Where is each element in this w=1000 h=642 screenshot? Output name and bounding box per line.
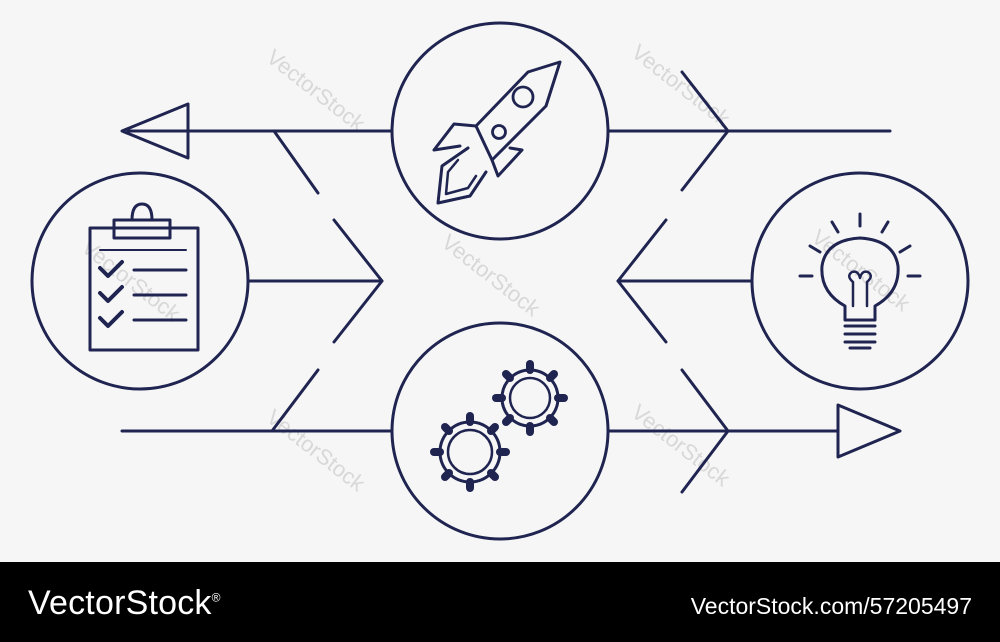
process-diagram: VectorStock VectorStock VectorStock Vect… — [30, 21, 970, 541]
footer-brand-text: VectorStock — [28, 584, 212, 622]
arrow-middle-left — [246, 218, 384, 344]
circle-top — [390, 21, 610, 241]
registered-mark: ® — [211, 590, 221, 605]
lightbulb-icon — [798, 212, 922, 350]
watermark-text: VectorStock — [77, 234, 186, 327]
arrow-top-right — [606, 70, 892, 192]
footer-image-id: VectorStock.com/57205497 — [690, 593, 972, 619]
gear-large-icon — [430, 412, 510, 492]
arrow-top-left — [120, 102, 394, 195]
footer-bar: VectorStock® VectorStock.com/57205497 — [0, 562, 1000, 642]
watermark-text: VectorStock — [627, 399, 736, 492]
clipboard-checklist-icon — [88, 202, 200, 352]
footer-brand-logo: VectorStock® — [28, 584, 221, 623]
watermark-text: VectorStock — [262, 404, 371, 497]
circle-right — [750, 171, 970, 391]
arrow-bottom-left — [120, 368, 394, 433]
gears-icon — [430, 360, 568, 492]
arrow-bottom-right — [606, 368, 902, 494]
watermark-text: VectorStock — [437, 229, 546, 322]
watermark-text: VectorStock — [262, 44, 371, 137]
arrow-middle-right — [616, 218, 754, 344]
rocket-icon — [432, 60, 562, 205]
circle-left — [30, 171, 250, 391]
circle-bottom — [390, 321, 610, 541]
gear-small-icon — [492, 360, 568, 436]
